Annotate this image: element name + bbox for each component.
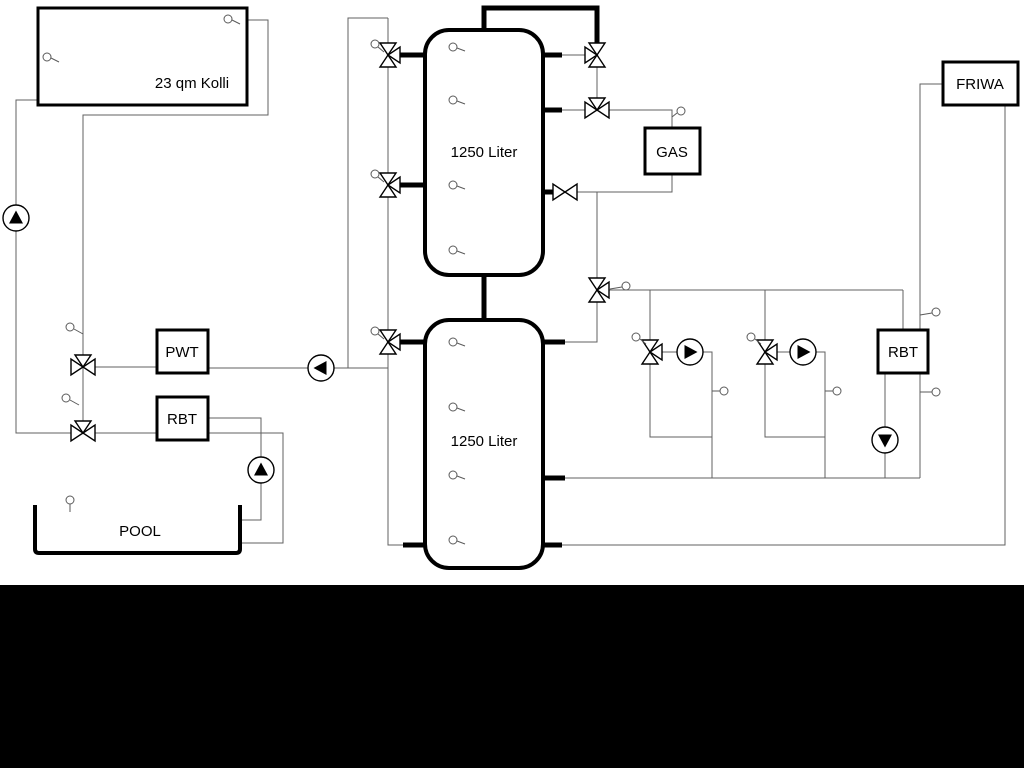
sensor-icon bbox=[65, 495, 75, 512]
pipe-thick bbox=[481, 5, 600, 46]
temperature-sensors bbox=[42, 14, 941, 545]
rbt-left-heat-exchanger-box bbox=[155, 395, 210, 442]
solar-collector-box bbox=[36, 6, 249, 107]
letterbox-bottom bbox=[0, 585, 1024, 768]
solar-collector-label: 23 qm Kolli bbox=[155, 75, 229, 92]
buffer-tank-top bbox=[423, 28, 545, 277]
sensor-icon bbox=[448, 42, 466, 52]
sensor-icon bbox=[671, 106, 686, 118]
sensor-icon bbox=[448, 402, 466, 412]
pipe bbox=[82, 19, 269, 433]
buffer-tank-bottom-label: 1250 Liter bbox=[451, 433, 518, 450]
sensor-icon bbox=[920, 387, 941, 397]
heating-circuit-pump-2-icon bbox=[789, 338, 817, 366]
sensor-icon bbox=[370, 39, 385, 53]
heating-circuit-pump-1-icon bbox=[676, 338, 704, 366]
sensor-icon bbox=[448, 535, 466, 545]
gas-boiler-label: GAS bbox=[656, 144, 688, 161]
sensor-icon bbox=[448, 95, 466, 105]
sensor-icon bbox=[65, 322, 84, 335]
friwa-station-box bbox=[941, 60, 1020, 107]
rbt-right-heat-exchanger-box bbox=[876, 328, 930, 375]
pool-basin bbox=[33, 505, 242, 555]
sensor-icon bbox=[448, 245, 466, 255]
sensor-icon bbox=[61, 393, 80, 406]
sensor-icon bbox=[42, 52, 60, 63]
thick-pipes bbox=[400, 5, 600, 548]
pool-label: POOL bbox=[119, 523, 161, 540]
sensor-icon bbox=[448, 470, 466, 480]
pwt-heat-exchanger-box bbox=[155, 328, 210, 375]
buffer-tank-bottom bbox=[423, 318, 545, 570]
sensor-icon bbox=[712, 386, 729, 396]
sensor-icon bbox=[631, 332, 647, 345]
sensor-icon bbox=[223, 14, 241, 25]
sensor-icon bbox=[609, 281, 631, 291]
gas-boiler-box bbox=[643, 126, 702, 176]
pipe bbox=[562, 105, 1006, 546]
sensor-icon bbox=[746, 332, 762, 345]
rbt-left-label: RBT bbox=[167, 411, 197, 428]
pool-pump-icon bbox=[247, 456, 275, 484]
sensor-icon bbox=[448, 337, 466, 347]
sensor-icon bbox=[370, 169, 385, 183]
solar-pump-icon bbox=[2, 204, 30, 232]
pipe bbox=[208, 432, 284, 544]
friwa-label: FRIWA bbox=[956, 76, 1004, 93]
pipe bbox=[649, 352, 712, 438]
buffer-tank-top-label: 1250 Liter bbox=[451, 144, 518, 161]
sensor-icon bbox=[370, 326, 385, 340]
pwt-label: PWT bbox=[165, 344, 198, 361]
charge-pump-icon bbox=[307, 354, 335, 382]
sensor-icon bbox=[919, 307, 941, 317]
pipe bbox=[553, 174, 673, 193]
sensor-icon bbox=[448, 180, 466, 190]
pipe bbox=[764, 352, 825, 438]
sensor-icon bbox=[825, 386, 842, 396]
rbt-pump-icon bbox=[871, 426, 899, 454]
rbt-right-label: RBT bbox=[888, 344, 918, 361]
pipe bbox=[347, 17, 388, 368]
